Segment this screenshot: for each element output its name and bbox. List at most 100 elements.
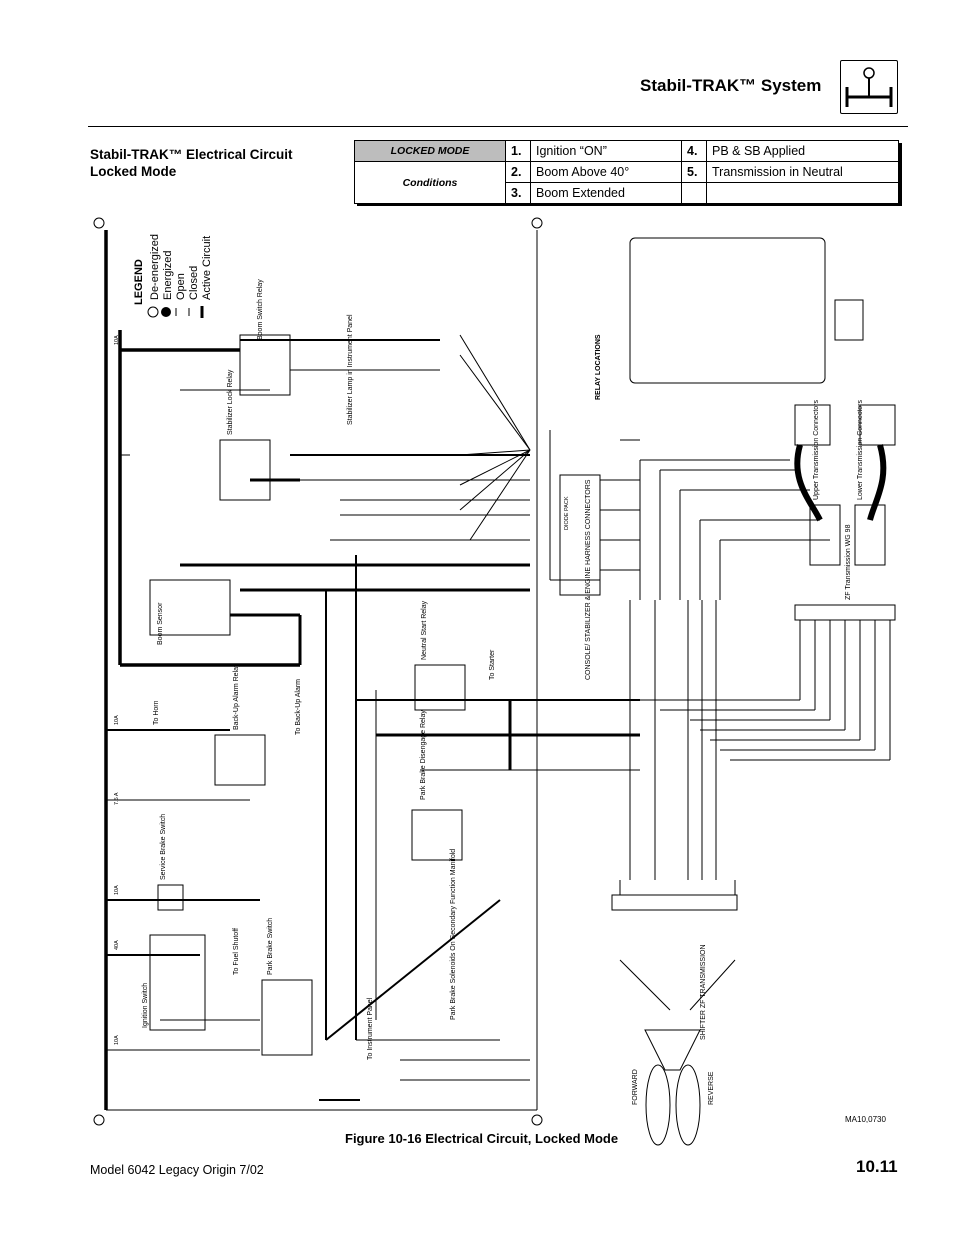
empty-cell xyxy=(706,182,899,204)
shifter-label: SHIFTER ZF TRANSMISSION xyxy=(700,944,707,1040)
legend-item: Energized xyxy=(162,250,174,300)
wire xyxy=(459,354,531,451)
stabil-trak-logo-icon xyxy=(840,60,898,114)
park-brake-disengage-relay-label: Park Brake Disengage Relay xyxy=(420,710,427,800)
plus-terminal-icon xyxy=(93,1114,105,1126)
upper-connector-icon xyxy=(794,404,831,446)
fuse-block xyxy=(834,299,864,341)
park-brake-solenoids-label: Park Brake Solenoids On Secondary Functi… xyxy=(450,849,457,1020)
condition-num: 3. xyxy=(505,182,531,204)
service-brake-switch-box xyxy=(157,884,184,911)
page-title: Stabil-TRAK™ System xyxy=(640,76,822,95)
relay-locations-label: RELAY LOCATIONS xyxy=(595,334,602,400)
lower-connectors-label: Lower Transmission Connectors xyxy=(857,400,864,500)
console-connectors-label: CONSOLE/ STABILIZER & ENGINE HARNESS CON… xyxy=(585,479,592,680)
wire xyxy=(619,959,671,1011)
park-brake-switch-box xyxy=(261,979,313,1056)
connector-strip xyxy=(794,604,896,621)
reverse-lever-icon xyxy=(675,1064,701,1146)
legend-title: LEGEND xyxy=(133,259,145,305)
shifter-body-icon xyxy=(644,1029,701,1071)
condition-text: Transmission in Neutral xyxy=(706,161,899,183)
neutral-start-relay-label: Neutral Start Relay xyxy=(421,600,428,660)
fuse-label: 10A xyxy=(114,335,120,345)
ignition-terminal-icon xyxy=(531,217,543,229)
upper-connectors-label: Upper Transmission Connectors xyxy=(813,400,820,500)
legend-item: Open xyxy=(175,273,187,300)
stabilizer-lock-relay-box xyxy=(219,439,271,501)
conditions-table: LOCKED MODE 1. Ignition “ON” 4. PB & SB … xyxy=(354,140,899,204)
wire xyxy=(459,334,531,451)
plus-terminal-icon xyxy=(93,217,105,229)
to-starter-label: To Starter xyxy=(489,649,496,680)
section-title-line1: Stabil-TRAK™ Electrical Circuit xyxy=(90,147,293,162)
service-brake-switch-label: Service Brake Switch xyxy=(160,814,167,880)
fuse-label: 40A xyxy=(114,940,120,950)
mode-label: LOCKED MODE xyxy=(354,140,506,162)
energized-icon xyxy=(161,307,171,317)
wire xyxy=(689,959,736,1011)
legend-item: Active Circuit xyxy=(201,236,213,300)
reverse-label: REVERSE xyxy=(708,1071,715,1105)
stabilizer-lamp-label: Stabilizer Lamp in Instrument Panel xyxy=(347,314,354,425)
wire xyxy=(469,449,531,541)
forward-lever-icon xyxy=(645,1064,671,1146)
neutral-start-relay-box xyxy=(414,664,466,711)
wire xyxy=(325,899,501,1041)
wire xyxy=(459,449,531,511)
ignition-switch-label: Ignition Switch xyxy=(142,983,149,1028)
section-title-line2: Locked Mode xyxy=(90,164,177,179)
figure-code: MA10,0730 xyxy=(845,1115,886,1124)
diode-pack-box xyxy=(559,474,601,596)
legend xyxy=(147,306,204,318)
legend-item: Closed xyxy=(188,266,200,300)
page-number: 10.11 xyxy=(856,1157,898,1176)
zf-transmission-label: ZF Transmission WG 98 xyxy=(845,524,852,600)
boom-switch-relay-label: Boom Switch Relay xyxy=(257,279,264,340)
section-title: Stabil-TRAK™ Electrical Circuit Locked M… xyxy=(90,146,293,180)
condition-num: 4. xyxy=(681,140,707,162)
lower-harness xyxy=(867,444,887,521)
condition-text: Boom Above 40° xyxy=(530,161,682,183)
ignition-terminal-icon xyxy=(531,1114,543,1126)
fuse-label: 10A xyxy=(114,885,120,895)
backup-alarm-relay-label: Back-Up Alarm Relay xyxy=(233,663,240,730)
forward-label: FORWARD xyxy=(632,1069,639,1105)
de-energized-icon xyxy=(147,306,159,318)
condition-num: 1. xyxy=(505,140,531,162)
to-instrument-panel-label: To Instrument Panel xyxy=(367,997,374,1060)
upper-harness xyxy=(794,444,823,522)
diode-pack-label: DIODE PACK xyxy=(564,496,570,530)
lower-plug-icon xyxy=(854,504,886,566)
legend-item: De-energized xyxy=(149,234,161,300)
upper-plug-icon xyxy=(809,504,841,566)
header-divider xyxy=(88,126,908,127)
to-horn-label: To Horn xyxy=(153,700,160,725)
backup-alarm-relay-box xyxy=(214,734,266,786)
to-fuel-shutoff-label: To Fuel Shutoff xyxy=(233,928,240,975)
boom-switch-relay-box xyxy=(239,334,291,396)
ignition-switch-box xyxy=(149,934,206,1031)
fuse-label: 10A xyxy=(114,1035,120,1045)
empty-cell xyxy=(681,182,707,204)
boom-sensor-box xyxy=(149,579,231,636)
relay-locations-panel xyxy=(629,237,826,384)
boom-sensor-label: Boom Sensor xyxy=(157,602,164,645)
wire xyxy=(459,449,531,486)
condition-num: 2. xyxy=(505,161,531,183)
footer-model: Model 6042 Legacy Origin 7/02 xyxy=(90,1163,264,1177)
park-brake-switch-label: Park Brake Switch xyxy=(267,918,274,975)
figure-caption: Figure 10-16 Electrical Circuit, Locked … xyxy=(345,1131,619,1146)
lower-connector-icon xyxy=(859,404,896,446)
wire xyxy=(459,449,531,456)
stabilizer-lock-relay-label: Stabilizer Lock Relay xyxy=(227,369,234,435)
shifter-connector-strip xyxy=(611,894,738,911)
to-backup-alarm-label: To Back-Up Alarm xyxy=(295,679,302,735)
fuse-label: 10A xyxy=(114,715,120,725)
conditions-label: Conditions xyxy=(354,161,506,204)
fuse-label: 7.5 A xyxy=(114,792,120,805)
condition-text: Boom Extended xyxy=(530,182,682,204)
park-brake-disengage-relay-box xyxy=(411,809,463,861)
condition-text: PB & SB Applied xyxy=(706,140,899,162)
